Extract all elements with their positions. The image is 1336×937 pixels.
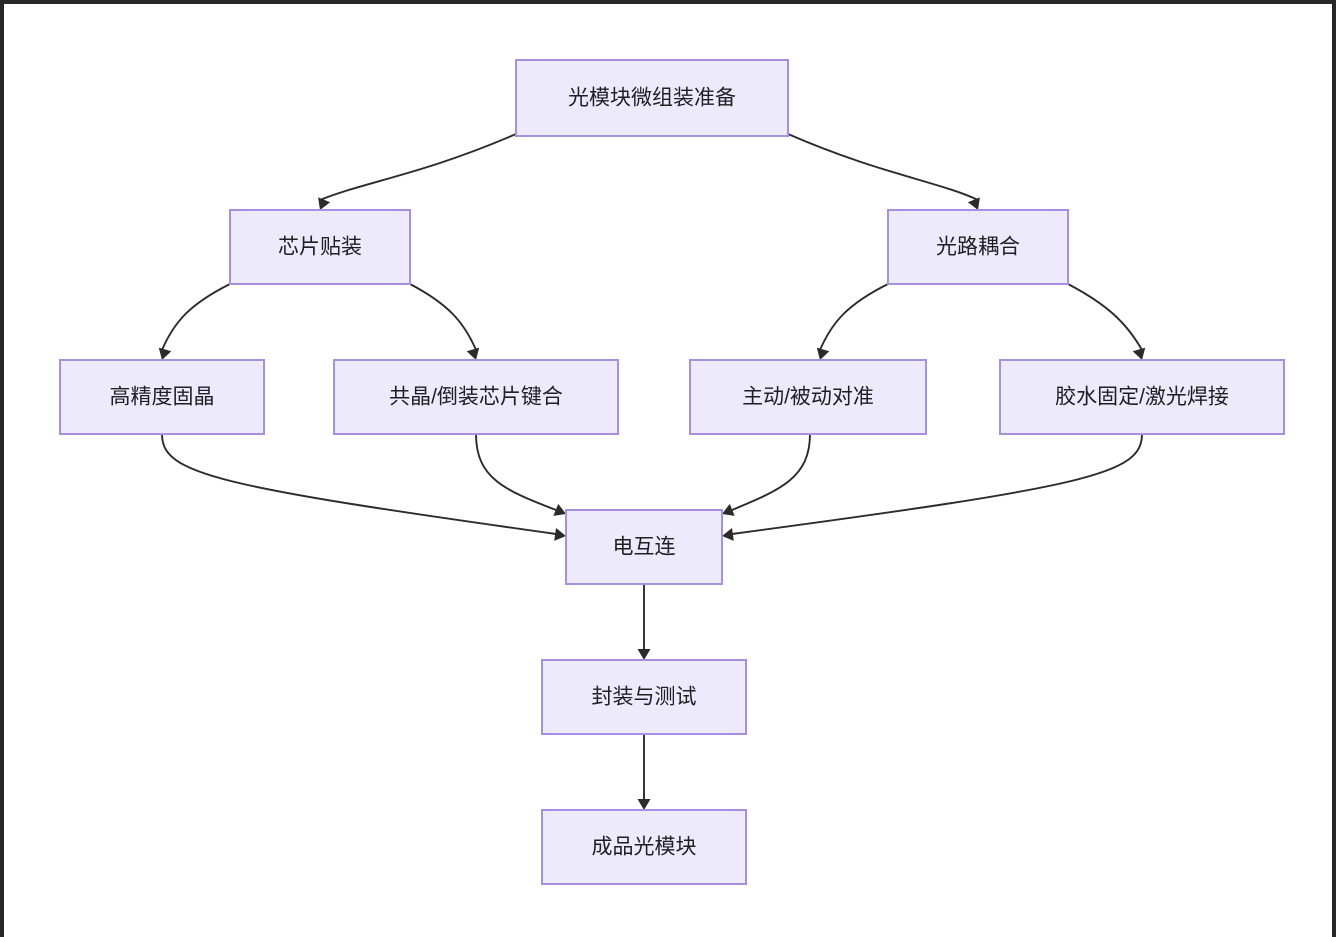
edge-die-to-precise [158, 283, 231, 360]
arrowhead-icon [158, 347, 172, 360]
arrowhead-icon [318, 197, 331, 210]
node-box[interactable] [541, 809, 747, 885]
node-label: 光路耦合 [936, 236, 1020, 259]
edge-die-to-bond [409, 283, 480, 360]
node-fix[interactable]: 胶水固定/激光焊接 [999, 359, 1285, 435]
arrowhead-icon [553, 503, 566, 516]
node-box[interactable] [887, 209, 1069, 285]
node-label: 芯片贴装 [278, 236, 362, 259]
node-box[interactable] [689, 359, 927, 435]
edge-line [161, 433, 557, 535]
arrowhead-icon [466, 347, 480, 360]
edge-line [787, 133, 979, 201]
node-box[interactable] [515, 59, 789, 137]
arrowhead-icon [554, 528, 566, 541]
edge-line [819, 283, 889, 351]
node-box[interactable] [229, 209, 411, 285]
edge-econn-to-pkgtest [637, 583, 651, 660]
node-label: 胶水固定/激光焊接 [1055, 386, 1229, 409]
edge-fix-to-econn [722, 433, 1143, 541]
node-box[interactable] [541, 659, 747, 735]
arrowhead-icon [967, 197, 980, 210]
node-precise[interactable]: 高精度固晶 [59, 359, 265, 435]
node-product[interactable]: 成品光模块 [541, 809, 747, 885]
node-box[interactable] [999, 359, 1285, 435]
edge-optic-to-align [816, 283, 889, 360]
edge-line [161, 283, 231, 351]
node-label: 共晶/倒装芯片键合 [389, 386, 563, 409]
node-label: 主动/被动对准 [742, 386, 874, 409]
node-label: 光模块微组装准备 [568, 87, 736, 110]
node-pkgtest[interactable]: 封装与测试 [541, 659, 747, 735]
edge-line [409, 283, 477, 351]
edges-layer [158, 133, 1146, 810]
edge-optic-to-fix [1067, 283, 1146, 360]
node-box[interactable] [565, 509, 723, 585]
node-econn[interactable]: 电互连 [565, 509, 723, 585]
node-prep[interactable]: 光模块微组装准备 [515, 59, 789, 137]
edge-line [731, 433, 1143, 535]
edge-line [1067, 283, 1143, 351]
edge-prep-to-die [318, 133, 517, 210]
node-box[interactable] [59, 359, 265, 435]
arrowhead-icon [1132, 347, 1146, 360]
node-label: 高精度固晶 [110, 386, 215, 409]
edge-precise-to-econn [161, 433, 566, 541]
node-die[interactable]: 芯片贴装 [229, 209, 411, 285]
node-bond[interactable]: 共晶/倒装芯片键合 [333, 359, 619, 435]
edge-line [319, 133, 517, 201]
node-label: 封装与测试 [592, 686, 697, 709]
arrowhead-icon [637, 799, 651, 810]
edge-line [731, 433, 811, 511]
node-label: 成品光模块 [592, 836, 697, 859]
node-label: 电互连 [613, 536, 676, 559]
node-optic[interactable]: 光路耦合 [887, 209, 1069, 285]
arrowhead-icon [722, 503, 735, 516]
edge-align-to-econn [722, 433, 811, 516]
node-box[interactable] [333, 359, 619, 435]
arrowhead-icon [816, 347, 830, 360]
edge-prep-to-optic [787, 133, 980, 210]
edge-pkgtest-to-product [637, 733, 651, 810]
edge-bond-to-econn [475, 433, 566, 516]
arrowhead-icon [722, 528, 734, 541]
edge-line [475, 433, 557, 511]
node-align[interactable]: 主动/被动对准 [689, 359, 927, 435]
arrowhead-icon [637, 649, 651, 660]
